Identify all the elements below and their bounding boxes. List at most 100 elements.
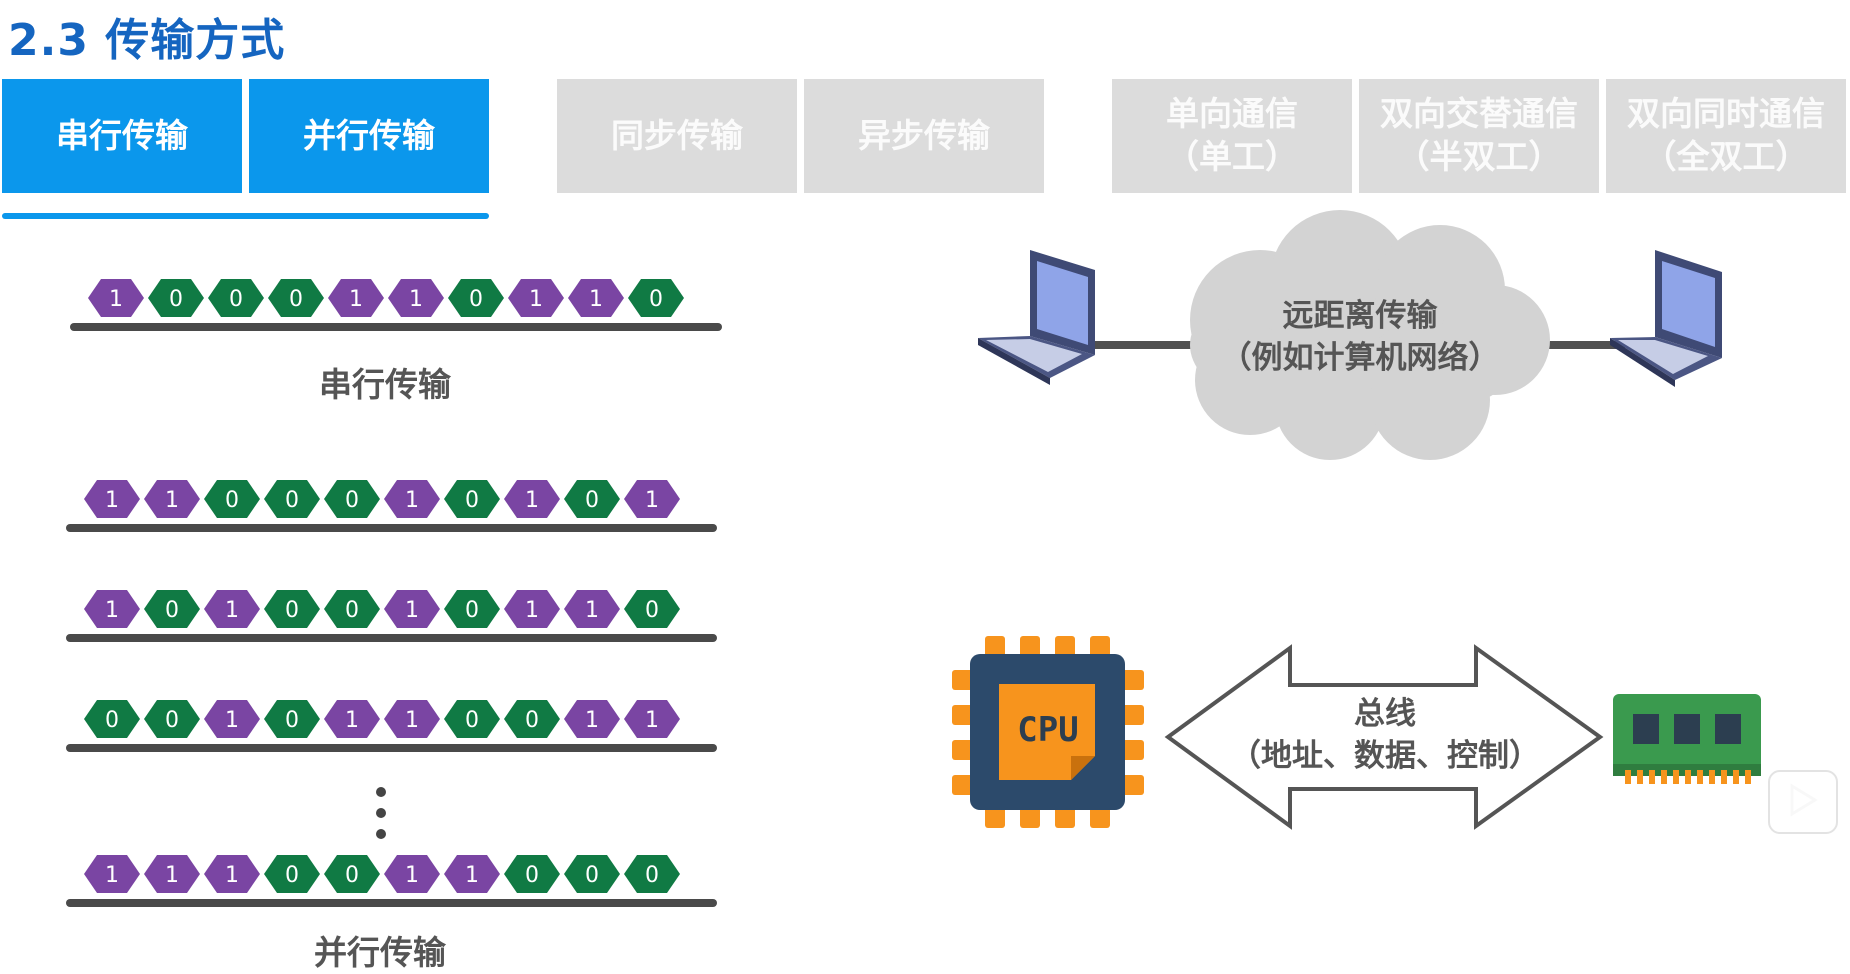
parallel-row-1-bit-label-9: 0 (645, 598, 659, 623)
parallel-row-3-bit-6 (444, 855, 500, 893)
parallel-row-3-bit-label-2: 1 (225, 863, 239, 888)
parallel-row-1-bit-0 (84, 590, 140, 628)
parallel-row-0-bit-6 (444, 480, 500, 518)
parallel-row-2-bit-label-5: 1 (405, 708, 419, 733)
parallel-row-1-bit-2 (204, 590, 260, 628)
active-tab-underline (2, 213, 489, 219)
tab-full-duplex[interactable]: 双向同时通信 （全双工） (1606, 79, 1846, 193)
tab-sync[interactable]: 同步传输 (557, 79, 797, 193)
parallel-row-3-bit-label-1: 1 (165, 863, 179, 888)
serial-row-bit-label-7: 1 (529, 287, 543, 312)
tab-simplex[interactable]: 单向通信 （单工） (1112, 79, 1352, 193)
serial-row-bit-7 (508, 279, 564, 317)
parallel-row-2-bit-label-7: 0 (525, 708, 539, 733)
parallel-row-3-bit-label-6: 1 (465, 863, 479, 888)
parallel-row-2-bit-8 (564, 700, 620, 738)
cloud-label-line1: 远距离传输 (1282, 298, 1438, 334)
tab-parallel[interactable]: 并行传输 (249, 79, 489, 193)
parallel-row-0-bit-label-6: 0 (465, 488, 479, 513)
parallel-row-3-bit-label-3: 0 (285, 863, 299, 888)
parallel-row-2-bit-1 (144, 700, 200, 738)
parallel-row-1-bit-3 (264, 590, 320, 628)
tab-full-duplex-label: 双向同时通信 (1627, 94, 1825, 134)
serial-row-bit-6 (448, 279, 504, 317)
bus-label: 总线 （地址、数据、控制） (1220, 694, 1550, 778)
parallel-row-2-bit-6 (444, 700, 500, 738)
tab-full-duplex-sublabel: （全双工） (1643, 137, 1809, 176)
parallel-row-2-bit-2 (204, 700, 260, 738)
parallel-row-3-bit-2 (204, 855, 260, 893)
laptop-right-icon (1610, 250, 1722, 387)
parallel-row-0-bit-label-2: 0 (225, 488, 239, 513)
bus-label-line2: （地址、数据、控制） (1230, 737, 1540, 774)
parallel-row-3-bit-4 (324, 855, 380, 893)
parallel-row-2-bit-0 (84, 700, 140, 738)
serial-row-bit-label-8: 1 (589, 287, 603, 312)
memory-module-icon (1613, 694, 1761, 784)
serial-row-bit-label-3: 0 (289, 287, 303, 312)
parallel-row-0-bit-9 (624, 480, 680, 518)
parallel-row-2-bit-label-3: 0 (285, 708, 299, 733)
parallel-row-3-bit-7 (504, 855, 560, 893)
parallel-row-0-bit-label-3: 0 (285, 488, 299, 513)
parallel-row-0-bit-label-1: 1 (165, 488, 179, 513)
serial-row-bit-label-2: 0 (229, 287, 243, 312)
parallel-row-0-bit-3 (264, 480, 320, 518)
serial-row-bit-label-9: 0 (649, 287, 663, 312)
tab-serial[interactable]: 串行传输 (2, 79, 242, 193)
parallel-row-0-bit-8 (564, 480, 620, 518)
serial-row-bit-0 (88, 279, 144, 317)
parallel-row-3-bit-label-8: 0 (585, 863, 599, 888)
parallel-row-0-bit-7 (504, 480, 560, 518)
parallel-row-1-bit-label-1: 0 (165, 598, 179, 623)
tab-half-duplex[interactable]: 双向交替通信 （半双工） (1359, 79, 1599, 193)
parallel-caption: 并行传输 (314, 933, 446, 972)
serial-row-bit-5 (388, 279, 444, 317)
tab-sync-label: 同步传输 (611, 115, 743, 155)
tab-parallel-label: 并行传输 (303, 115, 435, 155)
cpu-label: CPU (1017, 710, 1079, 750)
parallel-row-1-bit-9 (624, 590, 680, 628)
parallel-row-3-bit-5 (384, 855, 440, 893)
tab-async[interactable]: 异步传输 (804, 79, 1044, 193)
parallel-row-0-bit-label-4: 0 (345, 488, 359, 513)
parallel-row-0-bit-label-5: 1 (405, 488, 419, 513)
serial-row-bit-4 (328, 279, 384, 317)
parallel-row-2-bit-label-4: 1 (345, 708, 359, 733)
parallel-row-1-bit-label-4: 0 (345, 598, 359, 623)
parallel-row-1-bit-6 (444, 590, 500, 628)
parallel-row-3-bit-0 (84, 855, 140, 893)
serial-row-bit-label-4: 1 (349, 287, 363, 312)
serial-row-bit-8 (568, 279, 624, 317)
serial-row-bit-label-1: 0 (169, 287, 183, 312)
parallel-row-1-bit-8 (564, 590, 620, 628)
cloud-label-line2: （例如计算机网络） (1220, 339, 1500, 376)
tab-serial-label: 串行传输 (56, 115, 188, 155)
parallel-row-1-bit-label-0: 1 (105, 598, 119, 623)
serial-row-bit-2 (208, 279, 264, 317)
parallel-row-3-bit-label-5: 1 (405, 863, 419, 888)
bus-label-line1: 总线 (1354, 696, 1416, 732)
parallel-row-2-bit-3 (264, 700, 320, 738)
parallel-row-2-bit-label-0: 0 (105, 708, 119, 733)
cloud-icon (1190, 210, 1550, 460)
parallel-row-2-bit-label-9: 1 (645, 708, 659, 733)
tab-half-duplex-sublabel: （半双工） (1396, 137, 1562, 176)
parallel-row-0-bit-1 (144, 480, 200, 518)
parallel-row-0-bit-5 (384, 480, 440, 518)
parallel-row-1-bit-4 (324, 590, 380, 628)
parallel-row-2-bit-7 (504, 700, 560, 738)
parallel-row-3-bit-label-0: 1 (105, 863, 119, 888)
parallel-row-3-bit-label-4: 0 (345, 863, 359, 888)
video-play-button[interactable] (1768, 770, 1838, 834)
parallel-row-1-bit-1 (144, 590, 200, 628)
parallel-row-0-bit-2 (204, 480, 260, 518)
parallel-row-1-bit-label-5: 1 (405, 598, 419, 623)
parallel-row-2-bit-label-6: 0 (465, 708, 479, 733)
parallel-row-1-bit-label-6: 0 (465, 598, 479, 623)
parallel-row-3-bit-1 (144, 855, 200, 893)
serial-row-bit-3 (268, 279, 324, 317)
tab-simplex-sublabel: （单工） (1166, 137, 1298, 176)
